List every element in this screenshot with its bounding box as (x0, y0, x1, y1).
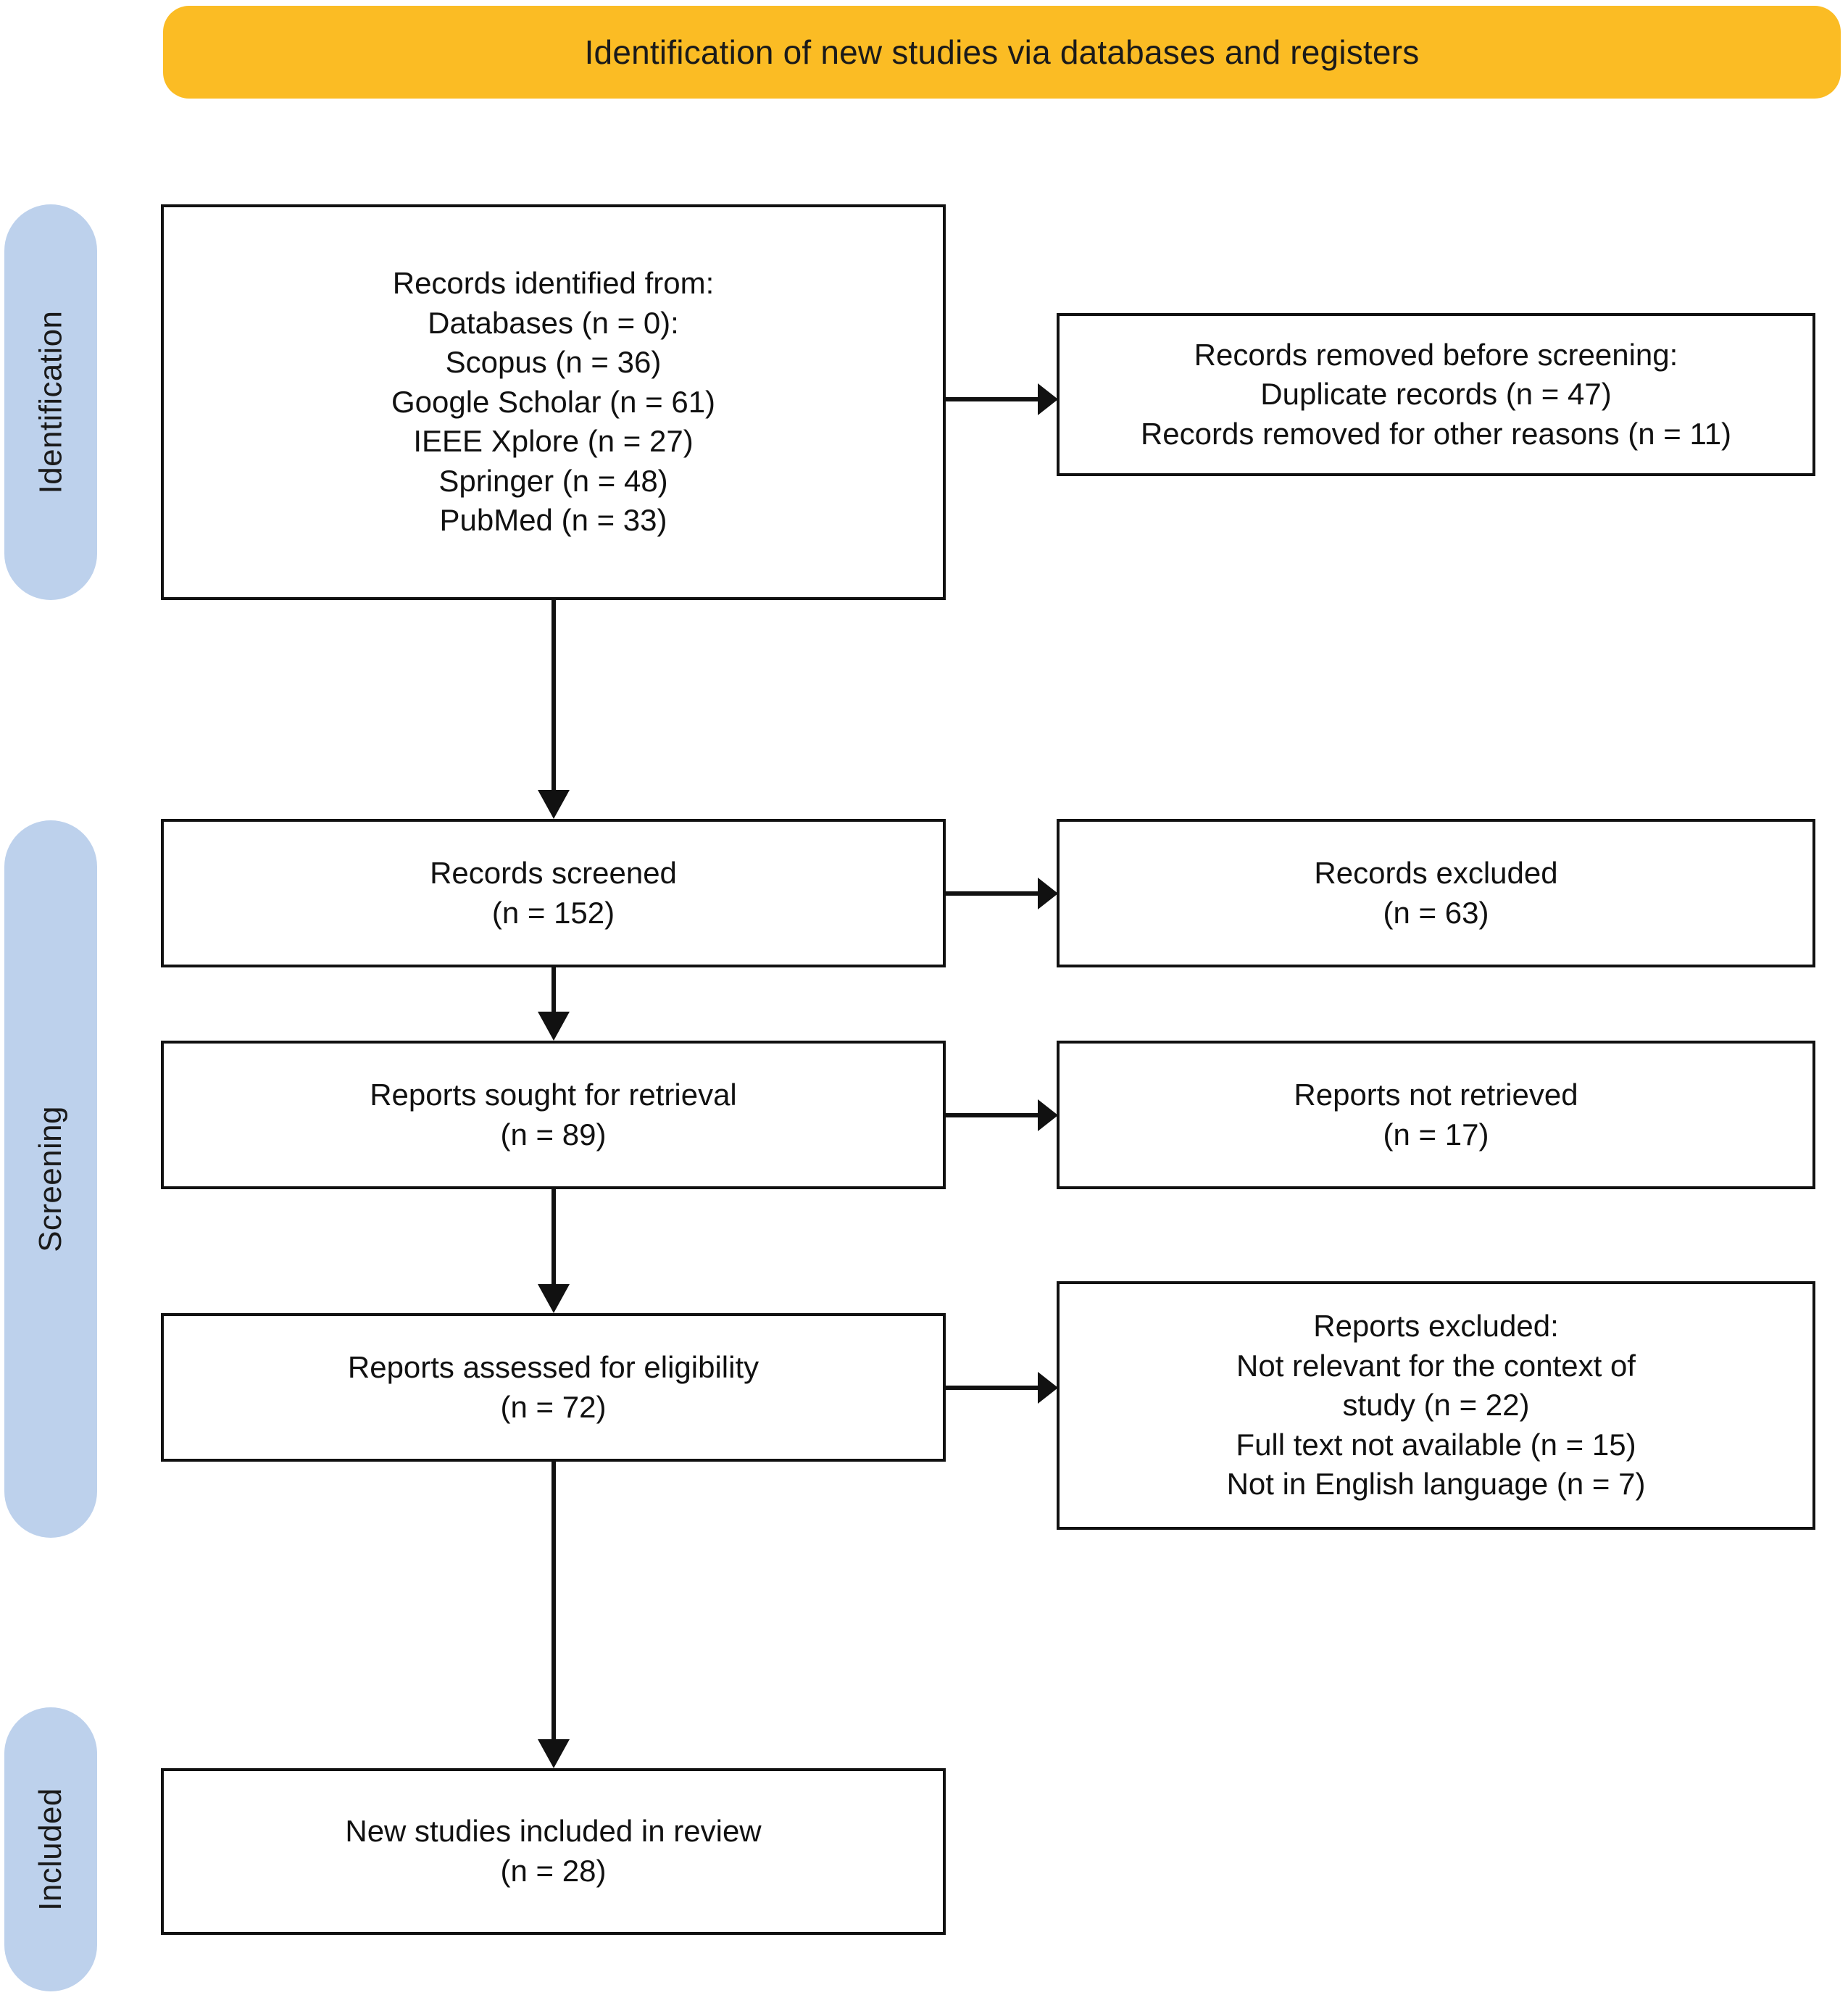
node-records-identified: Records identified from: Databases (n = … (161, 204, 946, 600)
stage-label-identification: Identification (33, 310, 68, 494)
node-records-excluded-text: Records excluded (n = 63) (1314, 855, 1558, 930)
node-records-screened-text: Records screened (n = 152) (430, 855, 677, 930)
node-reports-excluded-text: Reports excluded: Not relevant for the c… (1226, 1309, 1646, 1502)
arrowhead-screened-to-excluded (1038, 878, 1058, 909)
node-records-excluded: Records excluded (n = 63) (1057, 819, 1815, 967)
arrowhead-screened-to-sought (538, 1012, 570, 1041)
arrowhead-identified-to-screened (538, 790, 570, 819)
node-reports-sought-for-retrieval: Reports sought for retrieval (n = 89) (161, 1041, 946, 1189)
node-reports-assessed-for-eligibility: Reports assessed for eligibility (n = 72… (161, 1313, 946, 1462)
node-records-identified-text: Records identified from: Databases (n = … (391, 265, 716, 538)
arrowhead-assessed-to-excluded (1038, 1372, 1058, 1404)
node-new-studies-included-text: New studies included in review (n = 28) (345, 1814, 762, 1888)
arrowhead-identified-to-removed (1038, 383, 1058, 415)
node-reports-not-retrieved: Reports not retrieved (n = 17) (1057, 1041, 1815, 1189)
diagram-banner: Identification of new studies via databa… (163, 6, 1841, 99)
node-reports-not-retrieved-text: Reports not retrieved (n = 17) (1294, 1077, 1578, 1152)
node-records-screened: Records screened (n = 152) (161, 819, 946, 967)
node-reports-sought-text: Reports sought for retrieval (n = 89) (370, 1077, 737, 1152)
arrowhead-sought-to-not-retrieved (1038, 1099, 1058, 1131)
banner-title: Identification of new studies via databa… (584, 33, 1420, 71)
node-new-studies-included: New studies included in review (n = 28) (161, 1768, 946, 1935)
stage-pill-included: Included (4, 1707, 97, 1991)
stage-label-included: Included (33, 1788, 68, 1911)
node-records-removed-before-screening: Records removed before screening: Duplic… (1057, 313, 1815, 476)
arrowhead-assessed-to-included (538, 1739, 570, 1768)
node-reports-excluded: Reports excluded: Not relevant for the c… (1057, 1281, 1815, 1530)
stage-pill-screening: Screening (4, 820, 97, 1538)
node-reports-assessed-text: Reports assessed for eligibility (n = 72… (347, 1349, 759, 1424)
stage-label-screening: Screening (33, 1106, 69, 1252)
node-records-removed-text: Records removed before screening: Duplic… (1140, 337, 1732, 451)
arrowhead-sought-to-assessed (538, 1284, 570, 1313)
stage-pill-identification: Identification (4, 204, 97, 600)
